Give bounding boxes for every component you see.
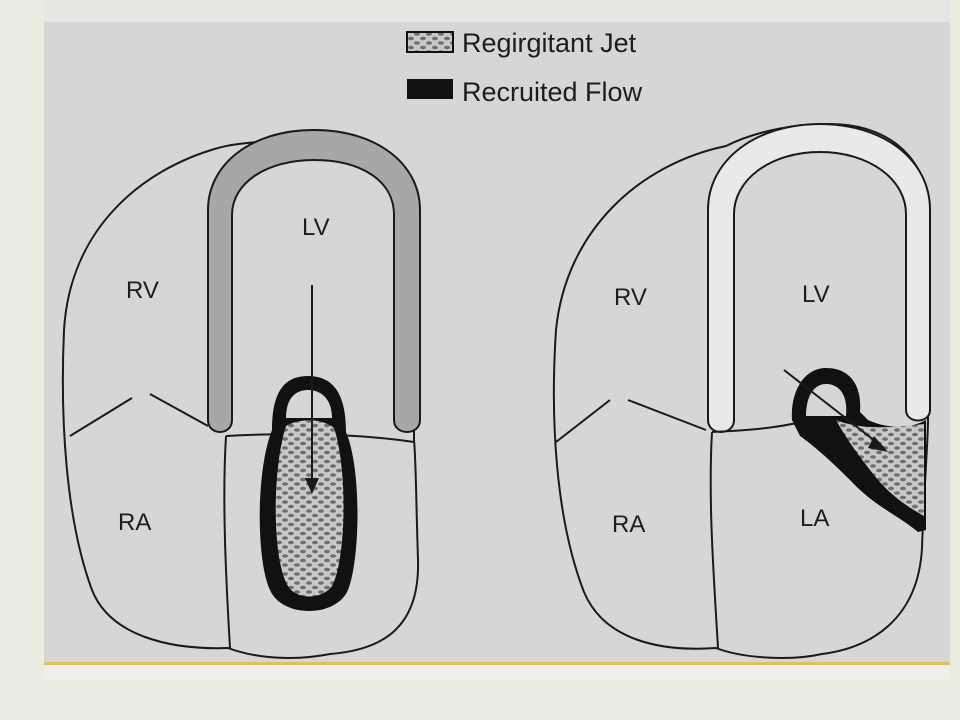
- legend: Regirgitant Jet Recruited Flow: [406, 28, 643, 107]
- legend-recruited-flow-swatch: [407, 79, 453, 99]
- left-rv-ra-divider: [69, 393, 209, 437]
- legend-regurgitant-jet-swatch: [406, 31, 454, 53]
- right-la-label: LA: [800, 505, 829, 532]
- right-heart-outline: [552, 122, 929, 659]
- left-regurgitant-jet: [275, 420, 344, 597]
- left-recruited-inner: [286, 390, 332, 418]
- right-septum-band: [707, 122, 931, 433]
- right-heart-view: [552, 122, 931, 659]
- right-flow-arrow-shaft: [783, 369, 885, 449]
- page-top-margin: [44, 0, 950, 22]
- right-regurgitant-jet: [836, 420, 924, 516]
- left-septum-band: [207, 128, 421, 433]
- left-flow-arrowhead: [305, 478, 319, 494]
- right-rv-label: RV: [614, 284, 647, 311]
- left-heart-view: [61, 128, 421, 659]
- left-rv-label: RV: [126, 277, 159, 304]
- right-rv-ra-divider: [555, 399, 707, 443]
- right-lv-label: LV: [802, 281, 830, 308]
- left-ra-label: RA: [118, 509, 151, 536]
- page-bottom-margin: [44, 662, 950, 680]
- legend-recruited-flow-label: Recruited Flow: [462, 77, 643, 107]
- page-rule: [44, 662, 950, 665]
- left-lv-label: LV: [302, 214, 330, 241]
- right-ra-label: RA: [612, 511, 645, 538]
- right-recruited-inner: [806, 384, 847, 416]
- legend-regurgitant-jet-label: Regirgitant Jet: [462, 28, 637, 58]
- left-heart-outline: [61, 138, 420, 659]
- right-flow-arrowhead: [868, 436, 888, 452]
